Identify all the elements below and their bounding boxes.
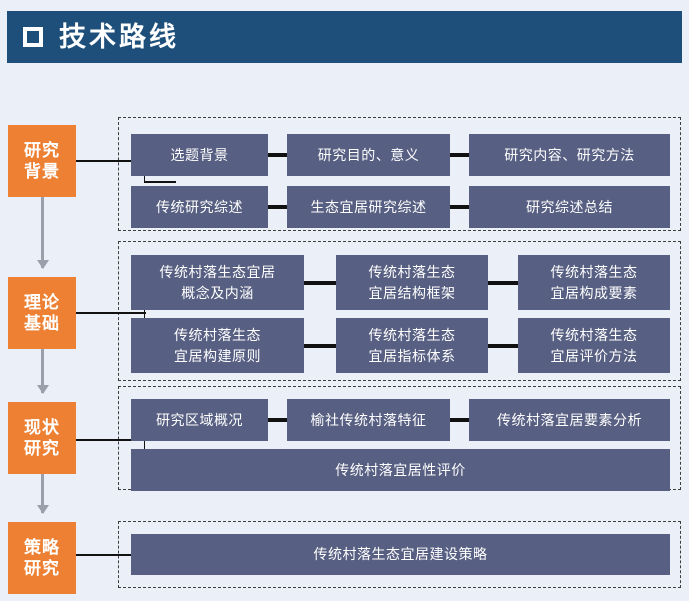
node-research-purpose-significance[interactable]: 研究目的、意义 <box>287 134 450 176</box>
node-line1: 传统村落生态 <box>174 326 261 343</box>
square-outline-icon <box>23 27 43 47</box>
connector-g3r1-b <box>450 418 469 422</box>
node-line1: 传统村落生态 <box>368 326 456 343</box>
node-line2: 概念及内涵 <box>181 284 254 301</box>
phase-label-line2: 研究 <box>24 559 60 578</box>
node-line2: 宜居构建原则 <box>174 347 261 364</box>
phase-label-line2: 基础 <box>24 314 60 333</box>
connector-stub-1-bot <box>144 181 176 183</box>
node-village-livability-factor-analysis[interactable]: 传统村落宜居要素分析 <box>469 399 670 441</box>
phase-box-research-background[interactable]: 研究 背景 <box>8 125 76 197</box>
node-yushe-village-characteristics[interactable]: 榆社传统村落特征 <box>287 399 450 441</box>
node-eco-livable-components[interactable]: 传统村落生态 宜居构成要素 <box>518 255 670 310</box>
connector-g1r2-b <box>450 205 469 209</box>
node-research-content-methods[interactable]: 研究内容、研究方法 <box>469 134 670 176</box>
node-line2: 宜居构成要素 <box>550 284 638 301</box>
connector-lead-3 <box>76 439 146 441</box>
phase-box-theoretical-basis[interactable]: 理论 基础 <box>8 277 76 349</box>
node-line2: 宜居指标体系 <box>368 347 456 364</box>
connector-g1r2-a <box>268 205 287 209</box>
node-line2: 宜居结构框架 <box>368 284 456 301</box>
node-eco-livable-concept-connotation[interactable]: 传统村落生态宜居 概念及内涵 <box>131 255 304 310</box>
flow-arrow-3 <box>36 474 49 514</box>
connector-g3r1-a <box>268 418 287 422</box>
page-title: 技术路线 <box>59 21 179 52</box>
slide-header: 技术路线 <box>7 11 682 63</box>
connector-g2r1-a <box>304 281 336 285</box>
phase-label-line1: 理论 <box>24 293 60 312</box>
flow-arrow-1 <box>36 197 49 269</box>
node-study-area-overview[interactable]: 研究区域概况 <box>131 399 268 441</box>
connector-lead-4 <box>76 554 131 556</box>
node-line1: 传统村落生态 <box>368 263 456 280</box>
connector-g1r1-b <box>450 153 469 157</box>
flow-arrow-2 <box>36 349 49 394</box>
node-eco-livable-indicator-system[interactable]: 传统村落生态 宜居指标体系 <box>336 318 488 373</box>
node-eco-livable-construction-principles[interactable]: 传统村落生态 宜居构建原则 <box>131 318 304 373</box>
node-line1: 传统村落生态 <box>550 263 638 280</box>
node-village-livability-evaluation[interactable]: 传统村落宜居性评价 <box>131 449 670 491</box>
phase-label-line1: 策略 <box>24 538 60 557</box>
connector-lead-1 <box>76 160 146 162</box>
phase-label-line2: 背景 <box>24 162 60 181</box>
phase-box-strategy-research[interactable]: 策略 研究 <box>8 522 76 594</box>
node-traditional-research-review[interactable]: 传统研究综述 <box>131 186 268 228</box>
node-eco-livable-construction-strategy[interactable]: 传统村落生态宜居建设策略 <box>131 534 670 575</box>
node-research-review-summary[interactable]: 研究综述总结 <box>469 186 670 228</box>
connector-g1r1-a <box>268 153 287 157</box>
group-research-background <box>118 117 681 231</box>
node-line1: 传统村落生态宜居 <box>159 263 276 280</box>
connector-g2r1-b <box>488 281 518 285</box>
phase-label-line1: 现状 <box>24 418 60 437</box>
node-line2: 宜居评价方法 <box>550 347 638 364</box>
node-selected-topic-background[interactable]: 选题背景 <box>131 134 268 176</box>
node-eco-livable-research-review[interactable]: 生态宜居研究综述 <box>287 186 450 228</box>
phase-box-status-research[interactable]: 现状 研究 <box>8 402 76 474</box>
connector-g2r2-a <box>304 344 336 348</box>
group-theoretical-basis <box>118 241 681 381</box>
node-eco-livable-structure-framework[interactable]: 传统村落生态 宜居结构框架 <box>336 255 488 310</box>
connector-lead-2 <box>76 312 146 314</box>
node-line1: 传统村落生态 <box>550 326 638 343</box>
connector-g2r2-b <box>488 344 518 348</box>
phase-label-line1: 研究 <box>24 141 60 160</box>
node-eco-livable-evaluation-methods[interactable]: 传统村落生态 宜居评价方法 <box>518 318 670 373</box>
phase-label-line2: 研究 <box>24 439 60 458</box>
